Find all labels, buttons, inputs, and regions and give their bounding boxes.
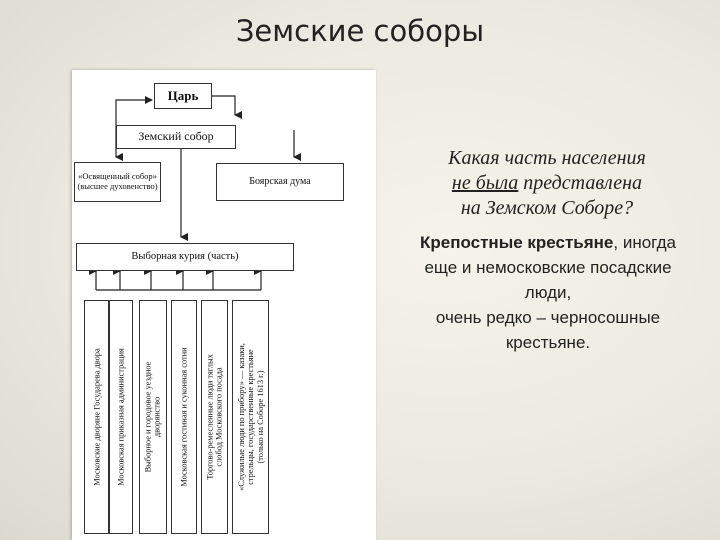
question-line3: на Земском Соборе? [460,197,634,219]
estate-column-service-people: «Служилые люди по прибору» — казаки, стр… [232,300,269,534]
zemsky-sobor-label: Земский собор [138,129,214,144]
estate-column-label-line1: Выборное и городовое уездное [143,361,153,473]
estate-column-label: Московская гостиная и суконная сотни [179,347,189,487]
estate-column-merchant-hundreds: Московская гостиная и суконная сотни [171,300,197,534]
estate-column-prikaz-administration: Московская приказная администрация [109,300,133,534]
answer-line5: крестьяне. [505,333,591,352]
question-line2: не была представлена [392,171,702,196]
clergy-box: «Освященный собор» (высшее духовенство) [74,162,161,202]
estate-column-label-line1: «Служилые люди по прибору» — казаки, [236,343,246,491]
scanned-diagram: Царь Земский собор «Освященный собор» (в… [72,70,376,540]
estate-column-label: Московская приказная администрация [116,348,126,486]
estate-column-label-line2: стрельцы, государственные крестьяне [245,349,255,485]
slide-title: Земские соборы [235,14,485,48]
estate-column-moscow-nobles: Московские дворяне Государева двора [84,300,109,534]
estate-column-posad-townspeople: Торгово-ремесленные люди тяглых слобод М… [201,300,228,534]
answer-line1: Крепостные крестьяне, иногда [378,230,718,255]
estate-column-label-line2: дворянство [153,396,162,438]
curia-label: Выборная курия (часть) [131,250,239,262]
question-line2-rest: представлена [518,172,643,194]
answer-line1-rest: , иногда [613,233,676,252]
boyar-duma-box: Боярская дума [216,163,344,201]
answer-bold: Крепостные крестьяне [420,233,614,252]
estate-column-label-line1: Торгово-ремесленные люди тяглых [205,354,215,480]
question-line1: Какая часть населения [448,147,646,169]
estate-column-label-line3: (только на Соборе 1613 г.) [255,370,265,464]
answer-text: Крепостные крестьяне, иногда еще и немос… [378,230,718,355]
answer-line2: еще и немосковские посадские [424,258,672,277]
clergy-label-line1: «Освященный собор» [78,171,157,182]
boyar-duma-label: Боярская дума [249,176,311,188]
estate-column-label-line2: слобод Московского посада [214,367,224,467]
zemsky-sobor-box: Земский собор [116,125,236,149]
clergy-label-line2: (высшее духовенство) [77,181,158,191]
curia-box: Выборная курия (часть) [76,243,294,271]
estate-column-provincial-nobility: Выборное и городовое уездное дворянство [139,300,167,534]
question-text: Какая часть населения не была представле… [392,146,702,221]
question-underlined: не была [451,172,519,194]
answer-line4: очень редко – черносошные [435,308,661,327]
answer-line3: люди, [524,283,572,302]
estate-column-label: Московские дворяне Государева двора [91,348,101,486]
tsar-box: Царь [154,83,212,109]
tsar-label: Царь [167,87,199,103]
